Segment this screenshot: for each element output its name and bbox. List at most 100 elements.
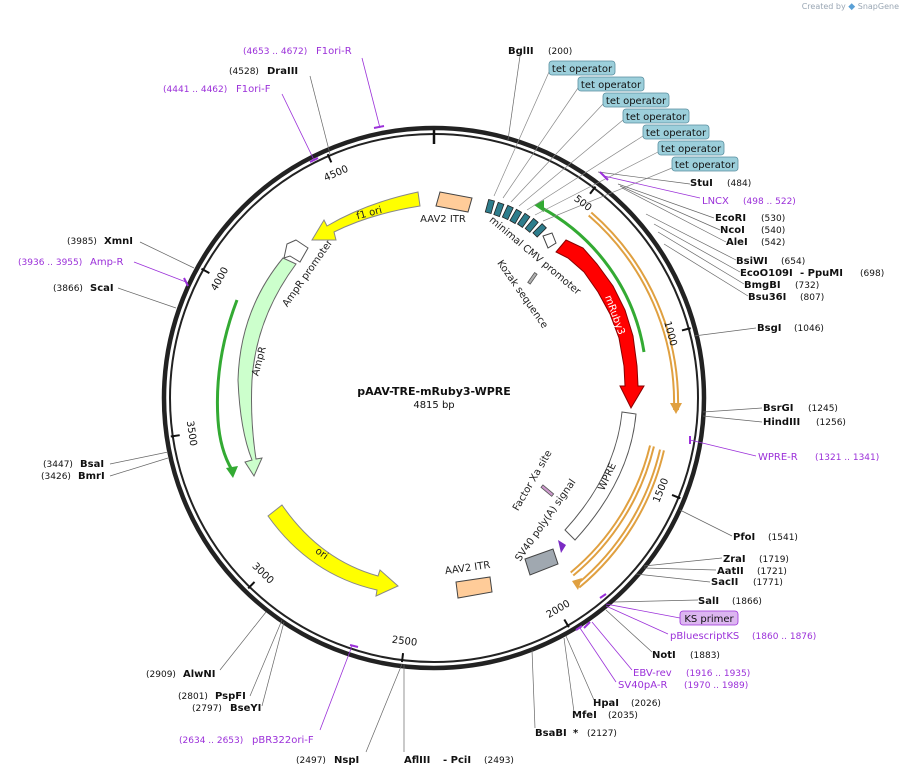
primer-lncx: LNCX — [702, 196, 729, 207]
primer-pbr322ori-f: pBR322ori-F — [252, 735, 314, 746]
tet-block-4 — [509, 208, 523, 225]
tet-operator-2: tet operator — [502, 76, 645, 199]
promoter-arc-right — [539, 205, 646, 353]
snapgene-logo: ◆ — [848, 2, 856, 12]
svg-text:(542): (542) — [761, 238, 785, 248]
site-mfei: MfeI — [572, 710, 597, 721]
created-by-text: Created by — [801, 2, 846, 11]
site-bsgi: BsgI — [757, 323, 781, 334]
svg-text:tet operator: tet operator — [675, 160, 736, 171]
orf-arc-right-head — [670, 403, 682, 414]
tet-operator-blocks — [484, 198, 547, 238]
site-bmgbi: BmgBI — [744, 280, 781, 291]
svg-text:(1970 .. 1989): (1970 .. 1989) — [684, 681, 748, 691]
kozak-label: Kozak sequence — [494, 258, 549, 330]
site-ecoo109i: EcoO109I — [740, 268, 793, 279]
svg-text:(1883): (1883) — [690, 651, 720, 661]
svg-text:(2801): (2801) — [178, 692, 208, 702]
site-bglii: BglII — [508, 46, 534, 57]
aav2-itr-bottom-label: AAV2 ITR — [444, 560, 491, 577]
promoter-arc-left-head — [226, 466, 238, 478]
svg-text:(484): (484) — [727, 179, 751, 189]
tet-block-1 — [484, 198, 495, 215]
svg-text:(3447): (3447) — [43, 460, 73, 470]
f1-ori-arrow — [311, 191, 421, 241]
svg-text:(1046): (1046) — [794, 324, 824, 334]
factor-xa-label: Factor Xa site — [511, 449, 555, 513]
tick-mark — [563, 619, 570, 628]
svg-text:(4653 .. 4672): (4653 .. 4672) — [243, 47, 307, 57]
site-bsai: BsaI — [80, 459, 104, 470]
primer-f1ori-r: F1ori-R — [316, 46, 352, 57]
svg-text:(3936 .. 3955): (3936 .. 3955) — [18, 258, 82, 268]
site-bsu36i: Bsu36I — [748, 292, 786, 303]
site-afliii: AflIII — [404, 755, 430, 766]
svg-text:(2127): (2127) — [587, 729, 617, 739]
tet-operator-4: tet operator — [518, 108, 690, 207]
svg-text:(1541): (1541) — [768, 533, 798, 543]
svg-text:(4528): (4528) — [229, 67, 259, 77]
tick-mark — [671, 493, 681, 500]
tick-mark — [400, 653, 405, 663]
site-bsiwi: BsiWI — [736, 256, 768, 267]
orf-arc-lower-1-inner — [577, 449, 663, 587]
primer-wpre-r: WPRE-R — [758, 452, 798, 463]
promoter-arc-right-head — [534, 200, 544, 212]
aav2-itr-top-label: AAV2 ITR — [420, 214, 466, 225]
site-sacii: SacII — [711, 577, 738, 588]
site-xmni: XmnI — [104, 236, 133, 247]
svg-text:(1256): (1256) — [816, 418, 846, 428]
tick-label: 4500 — [322, 164, 350, 184]
site-pfoi: PfoI — [733, 532, 755, 543]
svg-text:(2909): (2909) — [146, 670, 176, 680]
orf-arc-lower-2-inner — [571, 445, 653, 575]
f1-ori-label: f1 ori — [355, 205, 383, 222]
primer-amp-r: Amp-R — [90, 257, 124, 268]
tick-label: 4000 — [209, 265, 231, 293]
svg-text:(3866): (3866) — [53, 284, 83, 294]
tet-block-2 — [493, 201, 505, 218]
svg-text:(1866): (1866) — [732, 597, 762, 607]
svg-text:*: * — [573, 728, 579, 739]
backbone-outer — [161, 125, 707, 671]
site-alei: AleI — [726, 237, 748, 248]
site-bmri: BmrI — [78, 471, 105, 482]
svg-text:(1916 .. 1935): (1916 .. 1935) — [686, 669, 750, 679]
site-alwni: AlwNI — [183, 669, 216, 680]
svg-text:tet operator: tet operator — [661, 144, 722, 155]
site-pspfi: PspFI — [215, 691, 246, 702]
tet-block-6 — [524, 217, 539, 233]
svg-text:(530): (530) — [761, 214, 785, 224]
tet-operator-3: tet operator — [510, 92, 670, 203]
svg-text:- PciI: - PciI — [443, 755, 471, 766]
site-scai: ScaI — [90, 283, 114, 294]
aav2-itr-bottom — [455, 576, 493, 599]
svg-text:(3985): (3985) — [67, 237, 97, 247]
svg-text:(2035): (2035) — [608, 711, 638, 721]
svg-text:(2497): (2497) — [296, 756, 326, 766]
site-hindiii: HindIII — [763, 417, 800, 428]
svg-text:(2797): (2797) — [192, 704, 222, 714]
primer-f1ori-f: F1ori-F — [236, 84, 271, 95]
tet-operator-7: tet operator — [542, 156, 739, 222]
primer-sv40pa-r: SV40pA-R — [618, 680, 667, 691]
primer-pbluescriptks: pBluescriptKS — [670, 631, 739, 642]
tick-mark — [247, 581, 256, 590]
tick-label: 2500 — [391, 635, 418, 649]
svg-text:(3426): (3426) — [41, 472, 71, 482]
factor-xa-shape — [540, 484, 555, 497]
svg-text:tet operator: tet operator — [552, 64, 613, 75]
tick-mark — [326, 153, 333, 163]
promoter-arc-left — [215, 299, 239, 471]
tick-label: 500 — [572, 194, 594, 214]
tet-operator-1: tet operator — [493, 60, 616, 197]
svg-text:(1245): (1245) — [808, 404, 838, 414]
tet-operator-6: tet operator — [534, 140, 725, 216]
tick-mark — [681, 327, 691, 332]
svg-text:(2493): (2493) — [484, 756, 514, 766]
sv40-polya-shape — [524, 548, 559, 576]
svg-text:(1321 .. 1341): (1321 .. 1341) — [815, 453, 879, 463]
primer-ebv-rev: EBV-rev — [633, 668, 672, 679]
svg-text:- PpuMI: - PpuMI — [800, 268, 843, 279]
